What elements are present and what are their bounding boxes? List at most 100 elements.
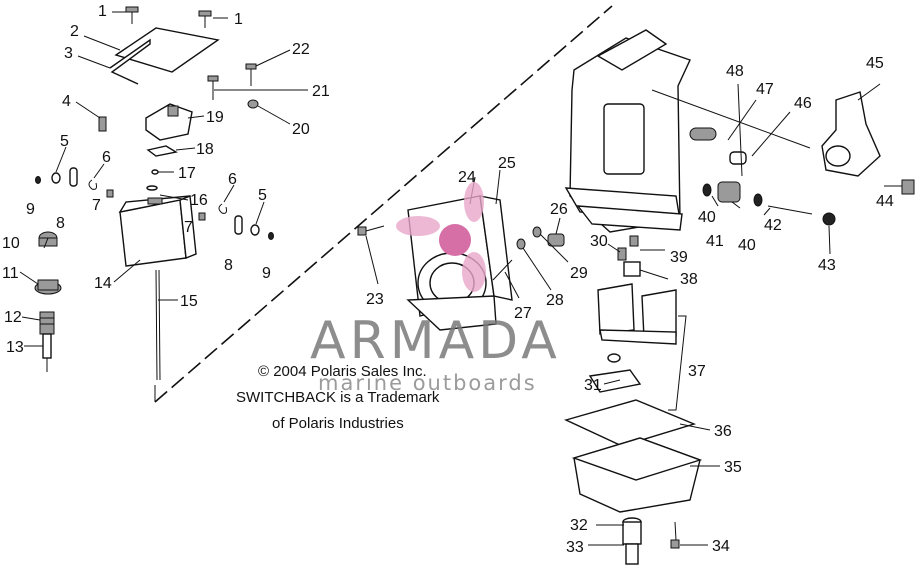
callout-37: 37 [688, 363, 706, 380]
part-23-screw [357, 225, 385, 236]
callout-40b: 40 [738, 237, 756, 254]
watermark-tagline: marine outboards [318, 371, 537, 395]
callout-5a: 5 [60, 133, 69, 150]
part-37-float [597, 283, 677, 345]
copyright-line-3: of Polaris Industries [272, 415, 404, 432]
callout-8a: 8 [56, 215, 65, 232]
callout-39: 39 [670, 249, 688, 266]
part-12-13-needle-valve [39, 311, 55, 372]
callout-26: 26 [550, 201, 568, 218]
callout-25: 25 [498, 155, 516, 172]
callout-28: 28 [546, 292, 564, 309]
callout-19: 19 [206, 109, 224, 126]
carburetor-main-body [564, 29, 691, 233]
callout-33: 33 [566, 539, 584, 556]
part-18-bracket [146, 145, 178, 157]
callout-21: 21 [312, 83, 330, 100]
callout-1a: 1 [98, 3, 107, 20]
callout-4: 4 [62, 93, 71, 110]
part-44-screw [884, 179, 915, 195]
part-9-pins [35, 176, 274, 240]
callout-30: 30 [590, 233, 608, 250]
callout-36: 36 [714, 423, 732, 440]
part-11-nut [34, 279, 62, 295]
part-8-links [69, 167, 243, 235]
callout-6b: 6 [228, 171, 237, 188]
callout-41: 41 [706, 233, 724, 250]
callout-3: 3 [64, 45, 73, 62]
callout-12: 12 [4, 309, 22, 326]
watermark-brand: ARMADA [310, 311, 561, 371]
callout-29: 29 [570, 265, 588, 282]
callout-34: 34 [712, 538, 730, 555]
part-28-29-washers [516, 226, 542, 250]
callout-6a: 6 [102, 149, 111, 166]
callout-46: 46 [794, 95, 812, 112]
part-20-22-screws [207, 63, 259, 109]
part-36-gasket [564, 399, 697, 447]
watermark-logo-blade-1 [396, 216, 440, 236]
callout-18: 18 [196, 141, 214, 158]
callout-44: 44 [876, 193, 894, 210]
watermark-logo-hub [439, 224, 471, 256]
part-27-pin [492, 259, 513, 281]
part-15-jet-needle [155, 269, 161, 381]
part-1-screws [125, 6, 212, 28]
watermark-logo-icon [396, 182, 486, 292]
callout-17: 17 [178, 165, 196, 182]
part-34-screw [670, 521, 680, 549]
section-divider-dashed-line [154, 5, 613, 403]
part-19-plate [145, 103, 193, 141]
leader-lines [19, 11, 881, 546]
part-6-clips [88, 179, 227, 214]
part-25-gasket [479, 195, 513, 301]
callout-13: 13 [6, 339, 24, 356]
part-45-lever [821, 91, 881, 177]
callout-9b: 9 [262, 265, 271, 282]
part-40-42-adjuster [702, 181, 813, 215]
copyright-line-2: SWITCHBACK is a Trademark [236, 389, 440, 406]
callout-14: 14 [94, 275, 112, 292]
callout-8b: 8 [224, 257, 233, 274]
callout-22: 22 [292, 41, 310, 58]
callout-7b: 7 [184, 219, 193, 236]
callout-10: 10 [2, 235, 20, 252]
callout-42: 42 [764, 217, 782, 234]
callout-5b: 5 [258, 187, 267, 204]
copyright-block: © 2004 Polaris Sales Inc. SWITCHBACK is … [236, 363, 440, 432]
callout-32: 32 [570, 517, 588, 534]
callout-31: 31 [584, 377, 602, 394]
callout-23: 23 [366, 291, 384, 308]
callout-48: 48 [726, 63, 744, 80]
callout-2: 2 [70, 23, 79, 40]
callout-47: 47 [756, 81, 774, 98]
part-4-screw [98, 116, 107, 132]
part-32-33-drain [622, 517, 642, 565]
copyright-line-1: © 2004 Polaris Sales Inc. [258, 363, 427, 380]
watermark: ARMADA marine outboards [310, 182, 561, 395]
part-2-3-gaskets [109, 27, 220, 85]
callout-27: 27 [514, 305, 532, 322]
part-16-17-clips [146, 169, 159, 191]
part-43-ball [822, 212, 836, 226]
callout-20: 20 [292, 121, 310, 138]
watermark-logo-blade-2 [464, 182, 484, 222]
part-5-washers [51, 172, 260, 236]
callout-16: 16 [190, 192, 208, 209]
callout-labels: 1 1 2 3 4 5 5 6 6 7 7 8 8 9 9 10 11 12 1… [2, 3, 894, 556]
part-35-float-bowl [571, 437, 703, 513]
callout-1b: 1 [234, 11, 243, 28]
callout-24: 24 [458, 169, 476, 186]
callout-38: 38 [680, 271, 698, 288]
callout-11: 11 [2, 265, 19, 282]
callout-7a: 7 [92, 197, 101, 214]
callout-45: 45 [866, 55, 884, 72]
part-30-39-jets [617, 235, 641, 277]
callout-43: 43 [818, 257, 836, 274]
callout-40a: 40 [698, 209, 716, 226]
callout-35: 35 [724, 459, 742, 476]
watermark-logo-blade-3 [462, 252, 486, 292]
callout-15: 15 [180, 293, 198, 310]
part-7-pins [106, 189, 206, 221]
